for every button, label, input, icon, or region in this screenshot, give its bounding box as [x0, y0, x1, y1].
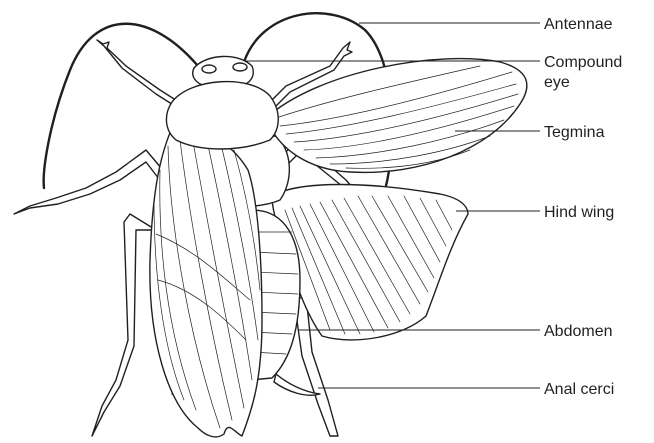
label-hind-wing: Hind wing [544, 203, 614, 223]
pronotum [166, 82, 278, 149]
label-anal-cerci: Anal cerci [544, 380, 614, 400]
tegmen-left [150, 128, 262, 437]
label-compound-eye: Compound eye [544, 53, 622, 93]
label-abdomen: Abdomen [544, 322, 613, 342]
label-antennae: Antennae [544, 15, 613, 35]
label-tegmina: Tegmina [544, 123, 604, 143]
tegmen-right [266, 59, 527, 173]
